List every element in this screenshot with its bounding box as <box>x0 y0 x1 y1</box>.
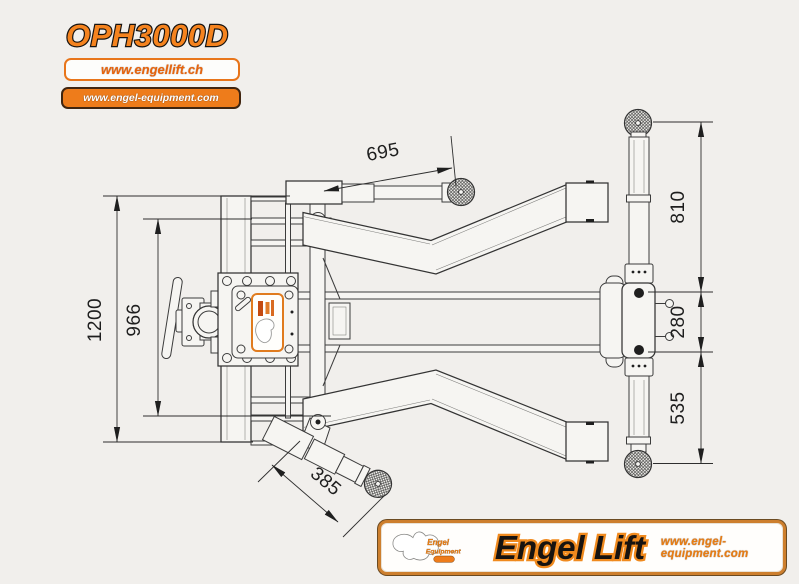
footer-banner: Engel Equipment Engel Lift www.engel-equ… <box>378 520 786 575</box>
website-secondary: www.engel-equipment.com <box>83 92 219 104</box>
dimension-inner-width: 966 <box>124 218 331 417</box>
dimension-label-966: 966 <box>124 303 145 336</box>
wheel-pad-upper <box>623 108 653 138</box>
dimension-overall-width: 1200 <box>85 195 290 443</box>
carriage-brand-sticker <box>251 293 284 352</box>
dimension-label-1200: 1200 <box>85 298 106 342</box>
rail-slide-block <box>328 302 351 340</box>
website-primary: www.engellift.ch <box>100 62 204 77</box>
sticker-text-bar <box>258 301 263 316</box>
swivel-pad-top-arm <box>446 177 476 207</box>
dimension-label-535: 535 <box>668 391 689 424</box>
glove-logo-shape <box>392 531 439 560</box>
model-name-wordmark: OPH3000D <box>65 17 229 54</box>
brand-wordmark-svg: Engel Lift <box>492 526 649 568</box>
logo-word-engel: Engel <box>427 537 449 546</box>
dimension-crossbeam-hub: 280 <box>648 291 713 353</box>
dimension-crossbeam-upper: 810 <box>648 121 713 293</box>
logo-word-equipment: Equipment <box>426 548 462 555</box>
website-secondary-pill: www.engel-equipment.com <box>61 87 241 109</box>
engel-equipment-logo: Engel Equipment <box>392 531 462 563</box>
model-badge: OPH3000D www.engellift.ch www.engel-equi… <box>58 14 258 109</box>
support-arm-lower <box>302 369 609 464</box>
logo-country-tag <box>433 555 455 563</box>
dimension-label-810: 810 <box>668 190 689 223</box>
banner-website: www.engel-equipment.com <box>660 535 749 560</box>
website-primary-pill: www.engellift.ch <box>64 58 240 81</box>
dimension-label-280: 280 <box>668 305 689 338</box>
support-arm-upper <box>302 180 609 275</box>
dimension-label-695: 695 <box>365 139 402 166</box>
model-name: OPH3000D <box>66 18 229 53</box>
wheel-pad-lower <box>623 449 653 479</box>
dimension-top-arm: 695 <box>323 135 457 192</box>
brand-wordmark: Engel Lift <box>495 529 647 566</box>
pump-unit <box>161 276 226 360</box>
sticker-glove-logo <box>255 318 275 344</box>
swivel-pad-bottom-arm <box>363 469 393 498</box>
crossbeam <box>599 108 674 479</box>
carriage-plate <box>210 272 299 367</box>
dimension-crossbeam-lower: 535 <box>653 351 713 464</box>
